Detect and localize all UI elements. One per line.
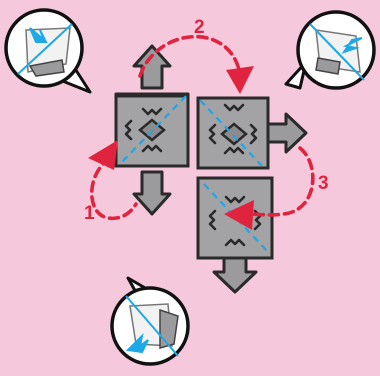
rotate-arrow-1: [88, 140, 138, 221]
rotate-arrow-2: [138, 34, 254, 94]
callout-top-right: [284, 10, 376, 90]
tile-top-right: [196, 96, 308, 170]
rotate-arrow-3: [224, 146, 315, 230]
callout-bottom: [110, 276, 190, 366]
callout-top-left: [4, 8, 92, 94]
fold-lines: [119, 95, 269, 253]
step-label-3: 3: [318, 173, 329, 194]
step-label-1: 1: [84, 203, 95, 224]
step-label-2: 2: [194, 17, 205, 38]
tile-bottom: [196, 176, 274, 294]
